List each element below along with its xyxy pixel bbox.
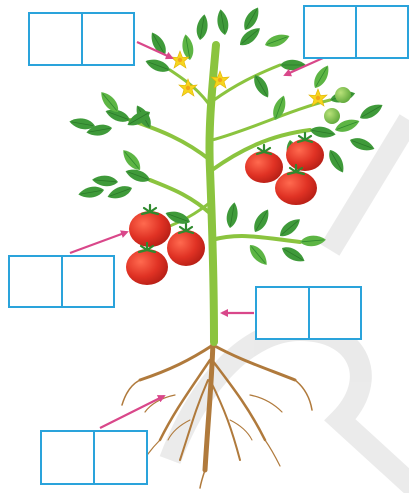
label-box-flower[interactable]	[28, 12, 135, 66]
arrow-fruit	[69, 230, 129, 255]
tomatoes	[126, 131, 324, 285]
label-cell[interactable]	[355, 7, 407, 57]
arrow-flower	[136, 40, 174, 60]
label-cell[interactable]	[257, 288, 308, 338]
label-cell[interactable]	[30, 14, 81, 64]
label-cell[interactable]	[10, 257, 61, 306]
green-tomatoes	[324, 87, 351, 124]
tomato-right-bottom	[275, 163, 317, 205]
label-box-leaf[interactable]	[303, 5, 409, 59]
label-cell[interactable]	[305, 7, 355, 57]
label-box-root[interactable]	[40, 430, 148, 485]
tomato-left-top	[129, 203, 171, 247]
tomato-left-mid	[167, 222, 205, 266]
label-box-fruit[interactable]	[8, 255, 115, 308]
roots	[121, 337, 313, 489]
tomato-right-left	[245, 143, 283, 183]
label-cell[interactable]	[80, 14, 134, 64]
label-cell[interactable]	[60, 257, 114, 306]
arrow-root	[99, 395, 166, 429]
label-cell[interactable]	[307, 288, 361, 338]
arrow-leaf	[283, 56, 324, 77]
tomato-left-bottom	[126, 241, 168, 285]
label-cell[interactable]	[42, 432, 93, 483]
pointer-arrows	[69, 40, 324, 429]
tomato-right-top	[286, 131, 324, 171]
label-cell[interactable]	[93, 432, 146, 483]
label-box-stem[interactable]	[255, 286, 362, 340]
